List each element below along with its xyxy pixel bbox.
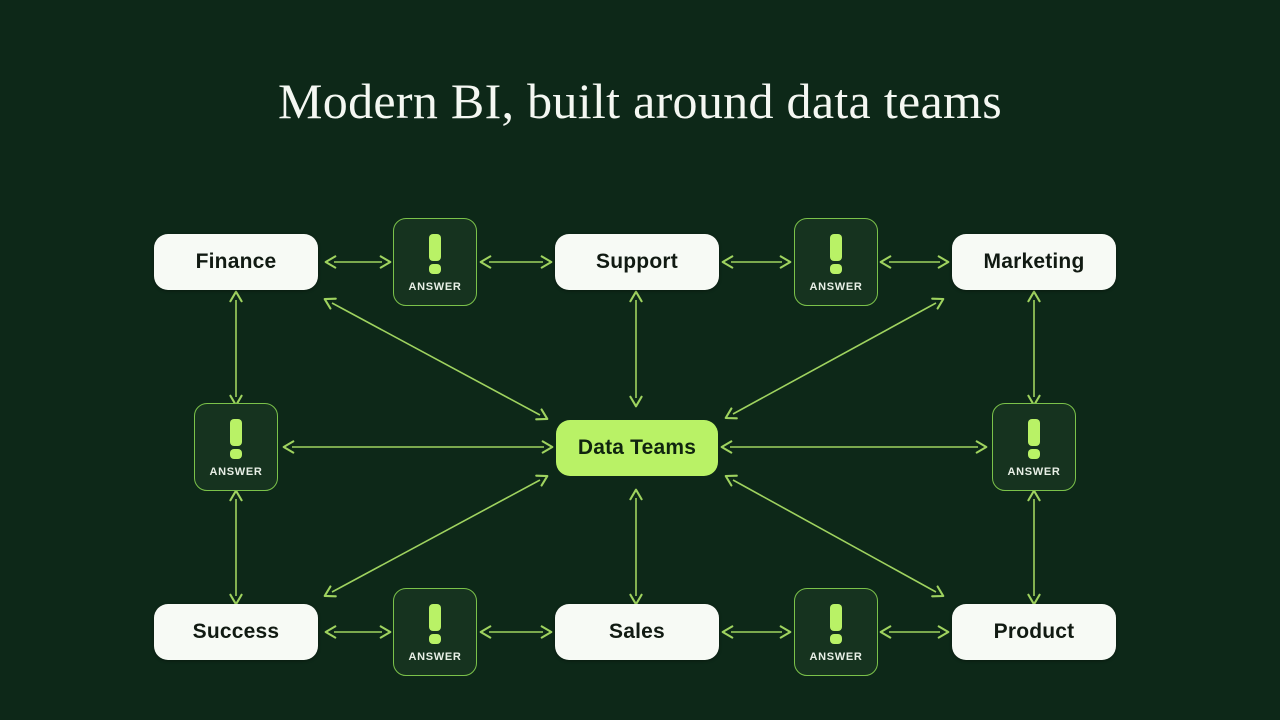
- edge-marketing-center-diag: [724, 297, 945, 420]
- node-sales[interactable]: Sales: [555, 604, 719, 660]
- node-finance[interactable]: Finance: [154, 234, 318, 290]
- answer-label: ANSWER: [809, 280, 863, 293]
- center-node-label: Data Teams: [577, 436, 697, 459]
- edge-product-center-diag: [724, 474, 945, 598]
- answer-label: ANSWER: [408, 650, 462, 663]
- answer-card-bottom-right[interactable]: ANSWER: [794, 588, 878, 676]
- exclamation-icon: [429, 603, 441, 644]
- exclamation-icon: [230, 418, 242, 459]
- node-support-label: Support: [596, 250, 678, 273]
- answer-card-mid-left[interactable]: ANSWER: [194, 403, 278, 491]
- exclamation-icon: [830, 233, 842, 274]
- edge-finance-center-diag: [323, 297, 549, 421]
- node-finance-label: Finance: [195, 250, 277, 273]
- center-node-data-teams[interactable]: Data Teams: [556, 420, 718, 476]
- answer-label: ANSWER: [1007, 465, 1061, 478]
- answer-card-top-right[interactable]: ANSWER: [794, 218, 878, 306]
- exclamation-icon: [1028, 418, 1040, 459]
- node-product[interactable]: Product: [952, 604, 1116, 660]
- exclamation-icon: [429, 233, 441, 274]
- node-success[interactable]: Success: [154, 604, 318, 660]
- answer-card-top-left[interactable]: ANSWER: [393, 218, 477, 306]
- answer-label: ANSWER: [809, 650, 863, 663]
- node-product-label: Product: [993, 620, 1075, 643]
- exclamation-icon: [830, 603, 842, 644]
- answer-card-bottom-left[interactable]: ANSWER: [393, 588, 477, 676]
- node-marketing[interactable]: Marketing: [952, 234, 1116, 290]
- page-title: Modern BI, built around data teams: [278, 73, 1002, 129]
- node-marketing-label: Marketing: [983, 250, 1085, 273]
- node-sales-label: Sales: [609, 620, 665, 643]
- answer-label: ANSWER: [408, 280, 462, 293]
- answer-label: ANSWER: [209, 465, 263, 478]
- node-support[interactable]: Support: [555, 234, 719, 290]
- node-success-label: Success: [192, 620, 280, 643]
- answer-card-mid-right[interactable]: ANSWER: [992, 403, 1076, 491]
- edge-success-center-diag: [323, 474, 549, 598]
